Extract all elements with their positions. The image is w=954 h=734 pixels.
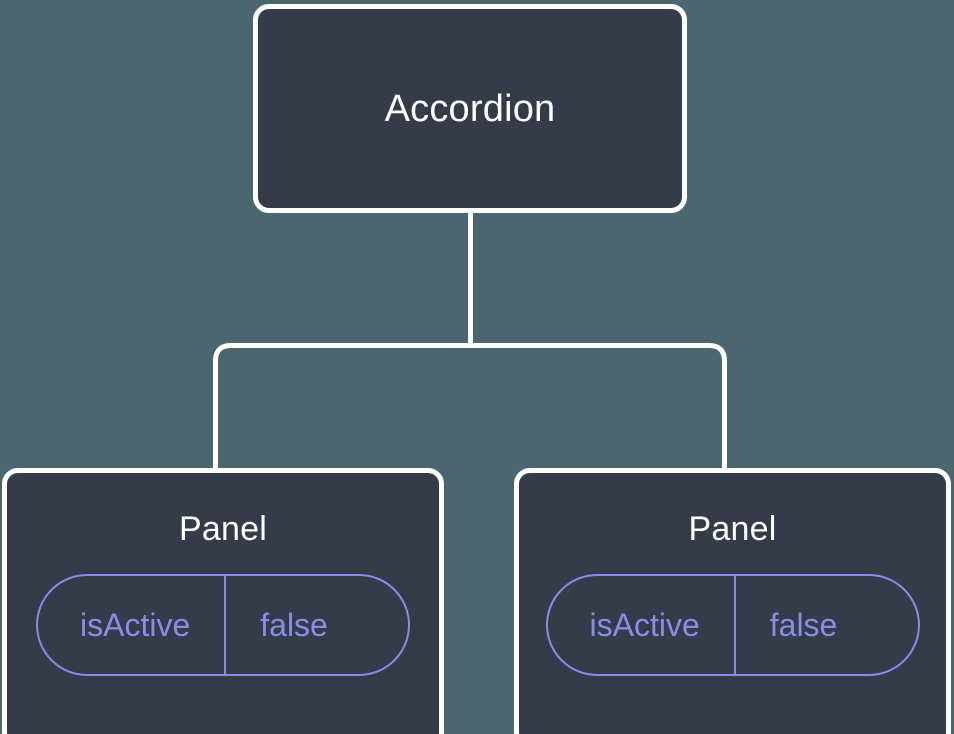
edge-root-to-right-panel — [470, 343, 727, 470]
node-panel-left[interactable]: Panel isActive false — [2, 468, 444, 734]
prop-key-label: isActive — [589, 607, 700, 643]
node-panel-right[interactable]: Panel isActive false — [514, 468, 951, 734]
node-panel-right-title: Panel — [688, 510, 777, 548]
node-panel-left-title: Panel — [179, 510, 267, 548]
prop-key-label: isActive — [80, 607, 191, 643]
edge-root-to-left-panel — [213, 343, 471, 470]
prop-value-label: false — [224, 576, 370, 674]
prop-pill-is-active-left[interactable]: isActive false — [36, 574, 410, 676]
node-accordion[interactable]: Accordion — [253, 4, 687, 213]
prop-value-label: false — [733, 576, 880, 674]
node-accordion-title: Accordion — [384, 87, 556, 130]
prop-pill-is-active-right[interactable]: isActive false — [545, 574, 920, 676]
